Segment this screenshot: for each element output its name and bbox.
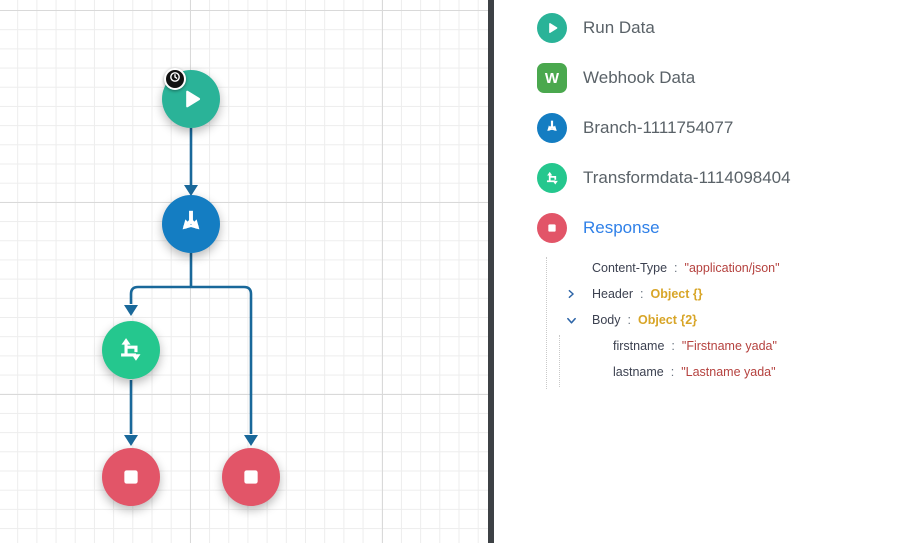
- json-string-value: "Firstname yada": [681, 339, 777, 353]
- connector-branch-split: [129, 285, 253, 434]
- transform-icon: [537, 163, 567, 193]
- json-object-value: Object {2}: [637, 313, 698, 327]
- schedule-badge: [164, 68, 186, 90]
- arrowhead-into-end-right: [244, 435, 258, 446]
- tree-row-lastname: lastname:"Lastname yada": [613, 365, 776, 379]
- tree-guide-line: [546, 257, 547, 389]
- tree-row-firstname: firstname:"Firstname yada": [613, 339, 777, 353]
- clock-icon: [168, 70, 182, 89]
- run-data-panel: Run Data W Webhook Data: [494, 0, 909, 543]
- start-node[interactable]: [162, 70, 220, 128]
- end-node-left[interactable]: [102, 448, 160, 506]
- tree-guide-line: [559, 335, 560, 387]
- end-node-right[interactable]: [222, 448, 280, 506]
- panel-item-response[interactable]: Response: [494, 203, 909, 253]
- tree-row-body: Body:Object {2}: [546, 307, 909, 333]
- panel-item-label: Response: [583, 218, 660, 237]
- stop-icon: [537, 213, 567, 243]
- stop-icon: [234, 460, 268, 494]
- json-object-value: Object {}: [650, 287, 703, 301]
- play-icon: [174, 82, 208, 116]
- response-json-tree: Content-Type:"application/json" Header:O…: [546, 255, 909, 389]
- panel-item-transformdata[interactable]: Transformdata-1114098404: [494, 153, 909, 203]
- panel-item-label: Transformdata-1114098404: [583, 168, 791, 187]
- panel-item-branch[interactable]: Branch-1111754077: [494, 103, 909, 153]
- arrowhead-into-branch: [184, 185, 198, 196]
- connector-lines: [124, 128, 258, 446]
- panel-item-label: Run Data: [583, 18, 655, 37]
- play-icon: [537, 13, 567, 43]
- arrowhead-into-end-left: [124, 435, 138, 446]
- panel-item-label: Branch-1111754077: [583, 118, 734, 137]
- json-string-value: "Lastname yada": [681, 365, 776, 379]
- branch-icon: [173, 206, 209, 242]
- branch-node[interactable]: [162, 195, 220, 253]
- arrowhead-into-transform: [124, 305, 138, 316]
- transform-node[interactable]: [102, 321, 160, 379]
- pane-resize-handle[interactable]: [488, 0, 494, 543]
- panel-item-label: Webhook Data: [583, 68, 696, 87]
- branch-icon: [537, 113, 567, 143]
- webhook-icon: W: [537, 63, 567, 93]
- tree-row-header: Header:Object {}: [546, 281, 909, 307]
- chevron-down-icon[interactable]: [566, 315, 592, 326]
- stop-icon: [114, 460, 148, 494]
- json-string-value: "application/json": [684, 261, 780, 275]
- chevron-right-icon[interactable]: [566, 289, 592, 299]
- tree-row-content-type: Content-Type:"application/json": [592, 261, 780, 275]
- panel-item-run-data[interactable]: Run Data: [494, 3, 909, 53]
- transform-icon: [114, 333, 148, 367]
- workflow-canvas[interactable]: [0, 0, 488, 543]
- panel-item-webhook-data[interactable]: W Webhook Data: [494, 53, 909, 103]
